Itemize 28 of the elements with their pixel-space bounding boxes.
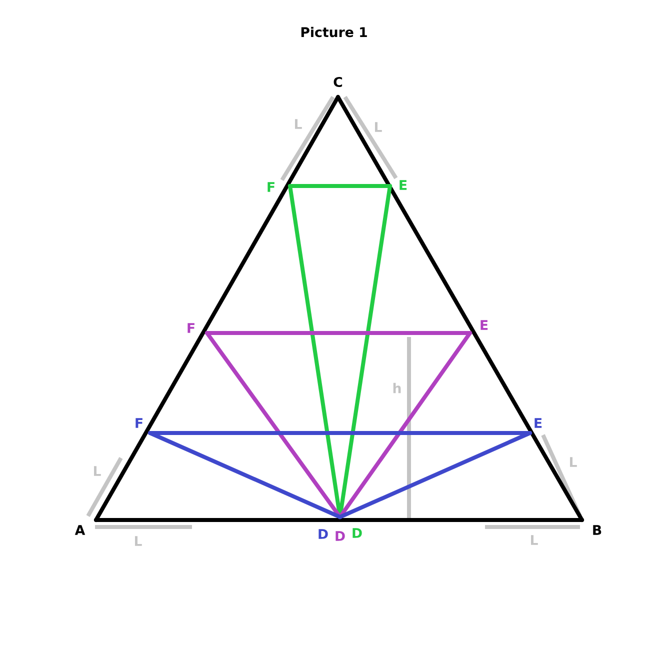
point-label: E: [534, 418, 542, 428]
title: Picture 1: [301, 26, 367, 38]
line-segment: [94, 95, 340, 522]
line-segment: [205, 331, 472, 335]
dimension-label: L: [570, 457, 577, 467]
point-label: E: [480, 320, 488, 330]
dimension-label: L: [375, 122, 382, 132]
dimension-label: h: [393, 382, 401, 394]
dimension-label: L: [295, 119, 302, 129]
point-label: E: [400, 180, 407, 190]
line-segment: [94, 518, 584, 522]
point-label: F: [268, 182, 274, 192]
line-segment: [148, 431, 342, 519]
point-label: A: [74, 525, 86, 535]
point-label: F: [188, 323, 194, 333]
point-label: C: [334, 76, 342, 88]
dimension-label: L: [134, 536, 142, 546]
line-segment: [288, 184, 392, 188]
point-label: B: [593, 525, 602, 535]
point-label: F: [136, 418, 142, 428]
dimension-label: L: [531, 535, 538, 545]
line-segment: [338, 431, 532, 519]
line-segment: [336, 95, 584, 522]
point-label: D: [318, 529, 328, 539]
dimension-label: L: [94, 466, 101, 476]
point-label: D: [336, 531, 345, 541]
point-label: D: [352, 528, 362, 538]
line-segment: [148, 431, 532, 435]
